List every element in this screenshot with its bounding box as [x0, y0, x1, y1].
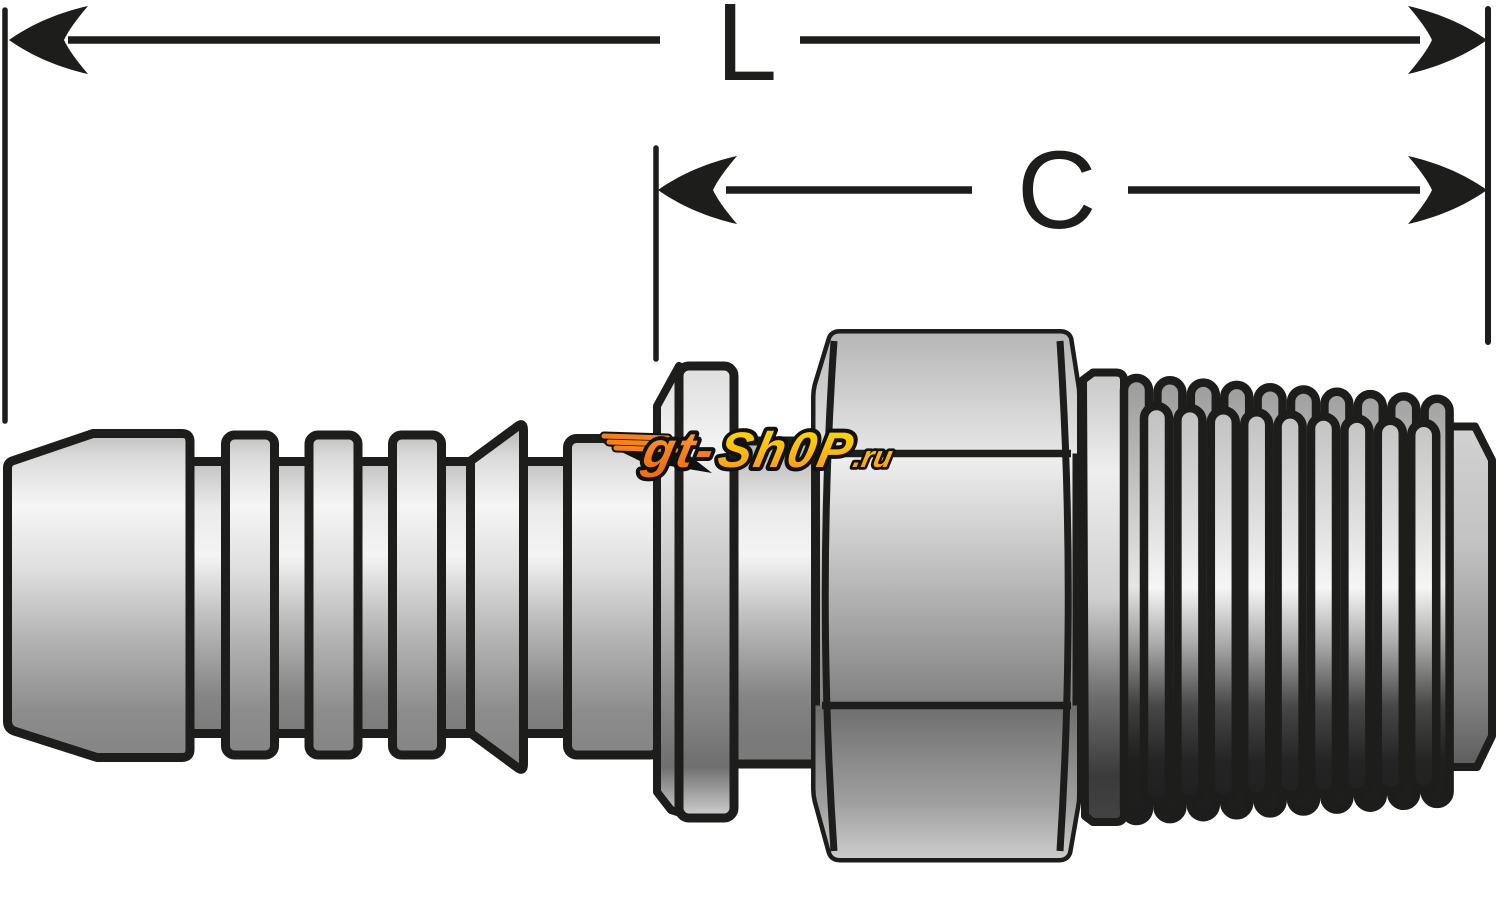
svg-text:.ru: .ru: [850, 441, 895, 474]
svg-text:Sh0P: Sh0P: [713, 422, 860, 478]
svg-text:gt-: gt-: [637, 422, 721, 478]
svg-text:L: L: [716, 0, 777, 104]
svg-text:C: C: [1017, 129, 1096, 252]
